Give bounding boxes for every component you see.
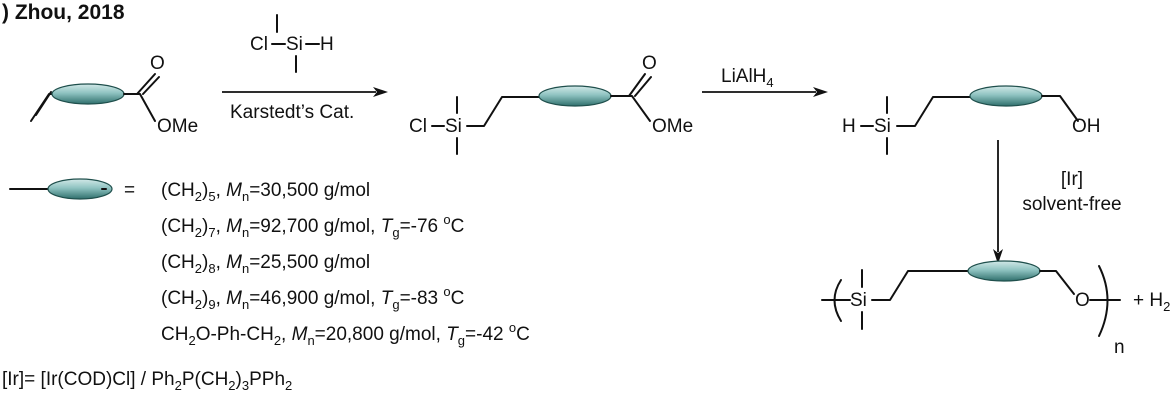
legend-entry: (CH2)5, Mn=30,500 g/mol (161, 180, 370, 204)
ester-carbonyl-o: O (150, 53, 165, 74)
polymer-o: O (1075, 290, 1090, 311)
silane-h: H (320, 34, 334, 55)
hydrosilyl-h: H (842, 116, 856, 137)
repeat-index-n: n (1114, 337, 1125, 358)
hydrosilylation-arrow: Cl Si H Karstedt’s Cat. (222, 14, 388, 123)
hydrosilyl-hydroxyl: OH (1072, 116, 1101, 137)
legend-entry: (CH2)8, Mn=25,500 g/mol (161, 252, 370, 276)
silane-cl: Cl (250, 34, 268, 55)
chlorosilyl-ester: Cl Si O OMe (409, 53, 693, 155)
ir-catalyst-label: [Ir] (1061, 169, 1083, 190)
legend-equals: = (124, 180, 135, 201)
legend-entry: CH2O-Ph-CH2, Mn=20,800 g/mol, Tg=-42 oC (161, 320, 530, 348)
hydrosilyl-alcohol: H Si OH (842, 85, 1101, 155)
polymer-segment-icon (967, 260, 1041, 282)
polymer-segment-icon (51, 83, 125, 105)
hydrosilyl-si: Si (874, 116, 891, 137)
polysilylether-product: Si O n + H2 (821, 260, 1170, 358)
polycondensation-arrow: [Ir] solvent-free (993, 140, 1122, 264)
chlorosilyl-carbonyl-o: O (642, 53, 657, 74)
scheme-heading: ) Zhou, 2018 (2, 1, 125, 24)
polymer-segment-icon (538, 85, 612, 107)
chlorosilyl-methoxy: OMe (652, 116, 693, 137)
legend-entry: (CH2)7, Mn=92,700 g/mol, Tg=-76 oC (161, 212, 464, 240)
polymer-si: Si (850, 290, 867, 311)
chlorosilyl-cl: Cl (409, 116, 427, 137)
catalyst-label: Karstedt’s Cat. (230, 102, 354, 123)
segment-legend: = (CH2)5, Mn=30,500 g/mol (CH2)7, Mn=92,… (9, 178, 530, 348)
reducer-label: LiAlH4 (721, 66, 774, 90)
chlorosilyl-si: Si (445, 116, 462, 137)
solvent-label: solvent-free (1022, 194, 1121, 215)
reduction-arrow: LiAlH4 (702, 66, 828, 97)
silane-si: Si (286, 34, 303, 55)
polymer-segment-icon (47, 178, 113, 200)
ester-methoxy: OMe (157, 116, 198, 137)
starting-ester: O OMe (30, 53, 198, 137)
catalyst-footnote: [Ir]= [Ir(COD)Cl] / Ph2P(CH2)3PPh2 (2, 369, 292, 393)
byproduct-label: + H2 (1133, 290, 1170, 314)
legend-entry: (CH2)9, Mn=46,900 g/mol, Tg=-83 oC (161, 284, 464, 312)
polymer-segment-icon (969, 85, 1043, 107)
